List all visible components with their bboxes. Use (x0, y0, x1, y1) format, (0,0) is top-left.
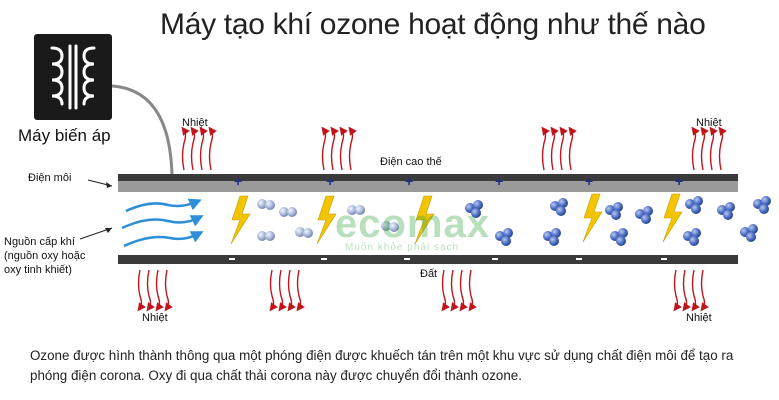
transformer (34, 34, 112, 120)
caption-text: Ozone được hình thành thông qua một phón… (30, 348, 734, 383)
pointer-arrowhead (105, 228, 112, 233)
transformer-box (34, 34, 112, 120)
plus-signs: + + + + + + (234, 173, 683, 189)
heat-label-top-1: Nhiệt (182, 117, 208, 129)
watermark-slogan: Muốn khỏe phải sạch (345, 242, 460, 253)
airflow-arrow-icon (121, 198, 204, 248)
dielectric-layer (118, 181, 738, 192)
heat-label-top-2: Nhiệt (696, 117, 722, 129)
page-title: Máy tạo khí ozone hoạt động như thế nào (160, 8, 706, 41)
high-voltage-plate (118, 174, 738, 181)
transformer-cable (111, 84, 174, 177)
minus-signs (229, 258, 667, 260)
svg-text:+: + (405, 173, 413, 189)
heat-arrow-icon-bottom (137, 269, 709, 312)
svg-text:+: + (326, 173, 334, 189)
high-voltage-label: Điện cao thế (380, 156, 442, 168)
ground-plate (118, 255, 738, 264)
oxygen-molecule-icon (257, 199, 399, 241)
gas-source-label-1: Nguồn cấp khí (4, 236, 75, 248)
gas-source-label-3: oxy tinh khiết) (4, 264, 72, 276)
gas-source-label-2: (nguồn oxy hoặc (4, 250, 86, 262)
transformer-label: Máy biến áp (18, 126, 111, 145)
svg-text:+: + (495, 173, 503, 189)
svg-text:+: + (675, 173, 683, 189)
svg-text:+: + (585, 173, 593, 189)
lightning-icon (230, 193, 683, 245)
heat-arrow-icon (181, 126, 727, 171)
ozone-molecule-icon (465, 196, 771, 246)
transformer-coil-icon (50, 44, 96, 110)
watermark-brand: ecomax (335, 202, 490, 246)
pointer-arrowhead (106, 182, 112, 188)
ground-label: Đất (420, 268, 438, 280)
svg-text:+: + (234, 173, 242, 189)
heat-label-bottom-1: Nhiệt (142, 312, 168, 324)
heat-label-bottom-2: Nhiệt (686, 312, 712, 324)
dielectric-label: Điện môi (28, 172, 72, 184)
